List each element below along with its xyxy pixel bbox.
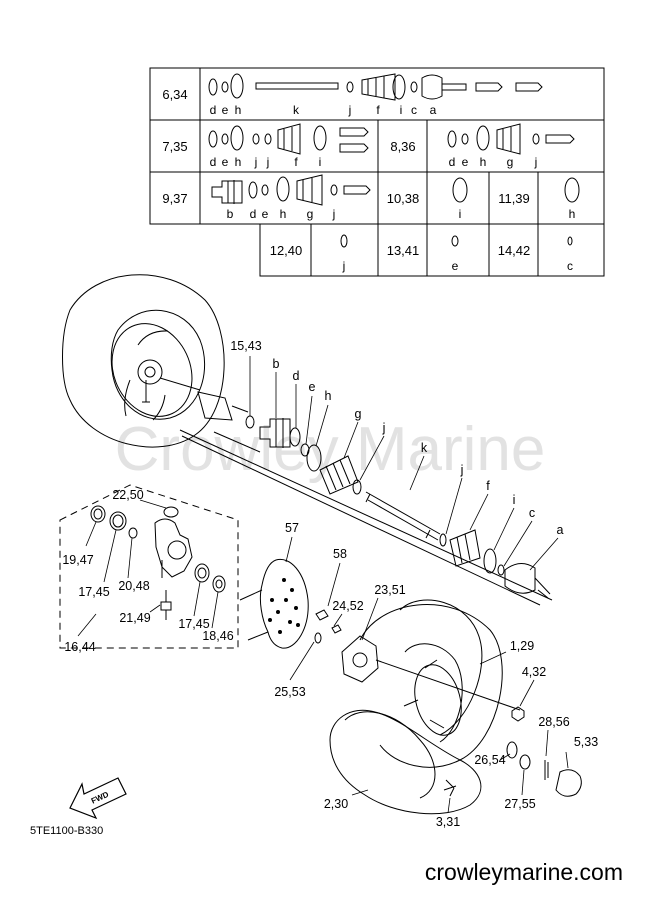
callout-b: b <box>273 357 280 371</box>
svg-text:h: h <box>569 207 576 221</box>
svg-text:j: j <box>342 259 346 273</box>
row-id: 6,34 <box>162 87 187 102</box>
callout-58: 58 <box>333 547 347 561</box>
row-id: 7,35 <box>162 139 187 154</box>
row-id: 14,42 <box>498 243 531 258</box>
table-labels: 6,34 7,35 8,36 9,37 10,38 11,39 12,40 13… <box>162 87 530 258</box>
callout-17-45: 17,45 <box>178 617 209 631</box>
callout-4-32: 4,32 <box>522 665 546 679</box>
callout-j: j <box>460 463 464 477</box>
hub-and-lower-wheel <box>314 599 582 815</box>
callout-3-31: 3,31 <box>436 815 460 829</box>
svg-text:h: h <box>235 103 242 117</box>
table-part-sketches <box>208 73 580 248</box>
callout-i: i <box>513 493 516 507</box>
svg-text:i: i <box>400 103 403 117</box>
leader-lines <box>77 356 569 814</box>
svg-text:j: j <box>332 207 336 221</box>
callout-g: g <box>355 407 362 421</box>
callout-27-55: 27,55 <box>504 797 535 811</box>
svg-text:g: g <box>307 207 314 221</box>
svg-text:d: d <box>449 155 456 169</box>
svg-text:e: e <box>452 259 459 273</box>
callout-57: 57 <box>285 521 299 535</box>
callout-d: d <box>293 369 300 383</box>
callout-17-45: 17,45 <box>78 585 109 599</box>
svg-text:i: i <box>319 155 322 169</box>
svg-text:e: e <box>462 155 469 169</box>
callout-j: j <box>382 421 386 435</box>
svg-text:j: j <box>534 155 538 169</box>
svg-text:d: d <box>210 103 217 117</box>
upper-wheel-assembly <box>62 274 249 448</box>
brake-disc <box>239 558 309 649</box>
callout-labels: 15,43 b d e h g j k j f i c a 22,50 19,4… <box>62 339 598 829</box>
svg-text:j: j <box>254 155 258 169</box>
svg-text:c: c <box>411 103 417 117</box>
svg-text:j: j <box>348 103 352 117</box>
row-id: 10,38 <box>387 191 420 206</box>
svg-text:j: j <box>266 155 270 169</box>
callout-15-43: 15,43 <box>230 339 261 353</box>
callout-25-53: 25,53 <box>274 685 305 699</box>
svg-text:e: e <box>222 155 229 169</box>
callout-c: c <box>529 506 535 520</box>
svg-text:d: d <box>250 207 257 221</box>
row-id: 12,40 <box>270 243 303 258</box>
callout-24-52: 24,52 <box>332 599 363 613</box>
row-id: 13,41 <box>387 243 420 258</box>
knuckle-group <box>59 484 239 649</box>
exploded-shaft-parts <box>245 415 551 599</box>
row-id: 8,36 <box>390 139 415 154</box>
callout-21-49: 21,49 <box>119 611 150 625</box>
diagram-code: 5TE1100-B330 <box>30 825 103 837</box>
row-id: 11,39 <box>498 191 530 206</box>
svg-text:e: e <box>262 207 269 221</box>
callout-18-46: 18,46 <box>202 629 233 643</box>
callout-f: f <box>486 479 490 493</box>
svg-text:h: h <box>280 207 287 221</box>
callout-23-51: 23,51 <box>374 583 405 597</box>
callout-1-29: 1,29 <box>510 639 534 653</box>
svg-text:k: k <box>293 103 300 117</box>
callout-28-56: 28,56 <box>538 715 569 729</box>
svg-text:e: e <box>222 103 229 117</box>
callout-a: a <box>557 523 564 537</box>
row-id: 9,37 <box>162 191 187 206</box>
shaft-guide-lines <box>179 429 553 606</box>
svg-text:h: h <box>235 155 242 169</box>
callout-2-30: 2,30 <box>324 797 348 811</box>
svg-text:a: a <box>430 103 437 117</box>
callout-19-47: 19,47 <box>62 553 93 567</box>
callout-e: e <box>309 380 316 394</box>
svg-text:i: i <box>459 207 462 221</box>
callout-20-48: 20,48 <box>118 579 149 593</box>
table-part-letters: d e h k j f i c a d e h j j f i d e h g … <box>210 103 576 273</box>
callout-26-54: 26,54 <box>474 753 505 767</box>
svg-text:b: b <box>227 207 234 221</box>
svg-text:h: h <box>480 155 487 169</box>
callout-22-50: 22,50 <box>112 488 143 502</box>
svg-text:f: f <box>376 103 380 117</box>
callout-k: k <box>421 441 428 455</box>
fwd-arrow-icon: FWD <box>69 777 127 820</box>
svg-text:d: d <box>210 155 217 169</box>
callout-16-44: 16,44 <box>64 640 95 654</box>
svg-text:g: g <box>507 155 514 169</box>
reference-table <box>149 67 605 277</box>
callout-h: h <box>325 389 332 403</box>
website-url[interactable]: crowleymarine.com <box>425 859 623 885</box>
svg-text:f: f <box>294 155 298 169</box>
svg-text:c: c <box>567 259 573 273</box>
callout-5-33: 5,33 <box>574 735 598 749</box>
watermark: Crowley Marine <box>115 415 546 484</box>
